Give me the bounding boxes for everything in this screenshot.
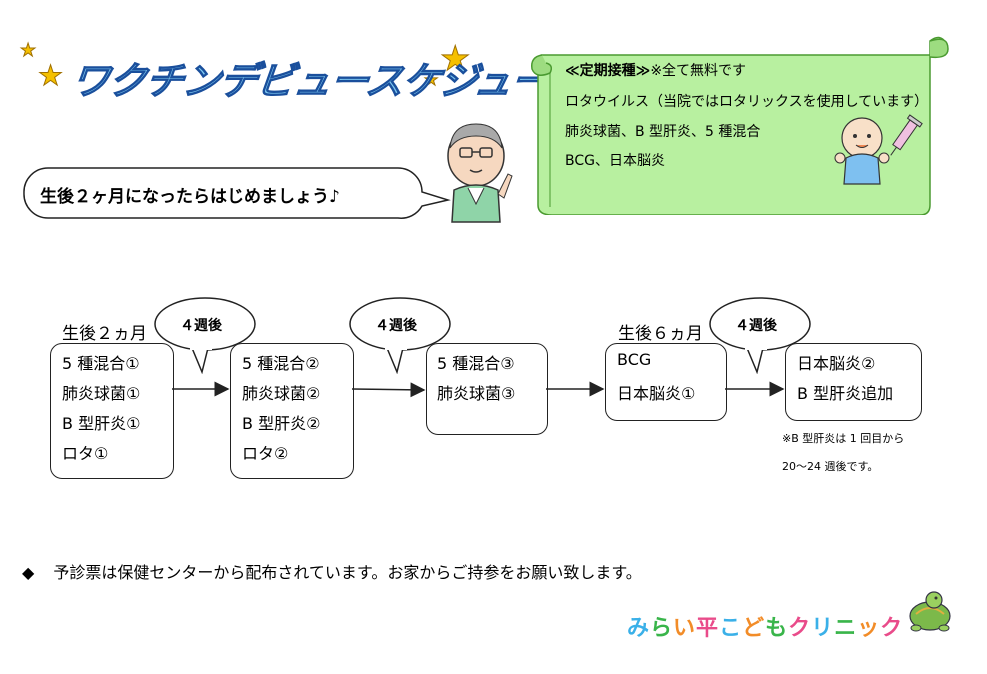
clinic-name-char: ク bbox=[880, 616, 904, 641]
clinic-name-char: ッ bbox=[857, 616, 881, 641]
vaccine-item: 肺炎球菌① bbox=[62, 384, 141, 403]
age-label-6-months: 生後６ヵ月 bbox=[618, 324, 703, 344]
clinic-name-char: み bbox=[627, 616, 651, 641]
star-icon: ★ bbox=[439, 39, 471, 79]
clinic-name-char: ク bbox=[788, 616, 812, 641]
interval-bubble bbox=[709, 297, 811, 374]
vaccine-box-5 bbox=[785, 343, 922, 421]
diamond-bullet-icon: ◆ bbox=[22, 563, 35, 582]
interval-label: ４週後 bbox=[735, 318, 777, 334]
scroll-panel bbox=[530, 36, 949, 215]
vaccine-item: ロタ① bbox=[62, 444, 109, 463]
scroll-heading: ≪定期接種≫ bbox=[565, 63, 651, 79]
clinic-name: みらい平こどもクリニック bbox=[627, 610, 903, 642]
speech-text: 生後２ヶ月になったらはじめましょう♪ bbox=[40, 187, 340, 207]
vaccine-item: 5 種混合③ bbox=[437, 354, 515, 373]
vaccine-box-3 bbox=[426, 343, 548, 435]
turtle-icon bbox=[909, 591, 951, 632]
scroll-heading-row: ≪定期接種≫※全て無料です bbox=[565, 60, 746, 80]
clinic-name-char: リ bbox=[811, 616, 835, 641]
arrow bbox=[351, 382, 426, 398]
vaccine-item: 日本脳炎① bbox=[617, 384, 696, 403]
age-label-2-months: 生後２ヵ月 bbox=[62, 324, 147, 344]
clinic-name-char: ど bbox=[742, 616, 766, 641]
vaccine-item: 日本脳炎② bbox=[797, 354, 876, 373]
scroll-line: BCG、日本脳炎 bbox=[565, 153, 665, 169]
interval-bubble bbox=[154, 297, 256, 374]
note-line: ※B 型肝炎は 1 回目から bbox=[782, 432, 905, 445]
interval-label: ４週後 bbox=[180, 318, 222, 334]
vaccine-item: ロタ② bbox=[242, 444, 289, 463]
star-icon: ★ bbox=[37, 59, 64, 92]
vaccine-box-1 bbox=[50, 343, 174, 479]
vaccine-box-4 bbox=[605, 343, 727, 421]
star-icon: ★ bbox=[423, 70, 439, 89]
footer-text: 予診票は保健センターから配布されています。お家からご持参をお願い致します。 bbox=[53, 563, 642, 582]
star-icon: ★ bbox=[19, 40, 37, 61]
vaccine-item: 5 種混合② bbox=[242, 354, 320, 373]
scroll-line: ロタウイルス（当院ではロタリックスを使用しています） bbox=[565, 94, 929, 110]
scroll-line: 肺炎球菌、B 型肝炎、5 種混合 bbox=[565, 124, 761, 140]
speech-bubble bbox=[23, 167, 451, 219]
clinic-name-char: い bbox=[673, 616, 697, 641]
clinic-name-char: ニ bbox=[834, 616, 858, 641]
vaccine-item: B 型肝炎追加 bbox=[797, 384, 894, 403]
syringe-icon bbox=[890, 114, 923, 156]
interval-label: ４週後 bbox=[375, 318, 417, 334]
vaccine-item: B 型肝炎① bbox=[62, 414, 141, 433]
vaccine-item: BCG bbox=[617, 350, 652, 369]
note-line: 20〜24 週後です。 bbox=[782, 460, 879, 473]
clinic-name-char: ら bbox=[650, 616, 674, 641]
footer-notice: ◆ 予診票は保健センターから配布されています。お家からご持参をお願い致します。 bbox=[22, 559, 642, 583]
vaccine-item: B 型肝炎② bbox=[242, 414, 321, 433]
vaccine-item: 肺炎球菌③ bbox=[437, 384, 516, 403]
doctor-illustration bbox=[447, 123, 513, 223]
vaccine-box-2 bbox=[230, 343, 354, 479]
vaccine-item: 5 種混合① bbox=[62, 354, 140, 373]
clinic-name-char: も bbox=[765, 616, 789, 641]
interval-bubble bbox=[349, 297, 451, 374]
vaccine-item: 肺炎球菌② bbox=[242, 384, 321, 403]
clinic-name-char: こ bbox=[719, 616, 743, 641]
clinic-name-char: 平 bbox=[696, 616, 720, 641]
scroll-heading-note: ※全て無料です bbox=[650, 63, 747, 79]
baby-illustration bbox=[834, 114, 923, 185]
